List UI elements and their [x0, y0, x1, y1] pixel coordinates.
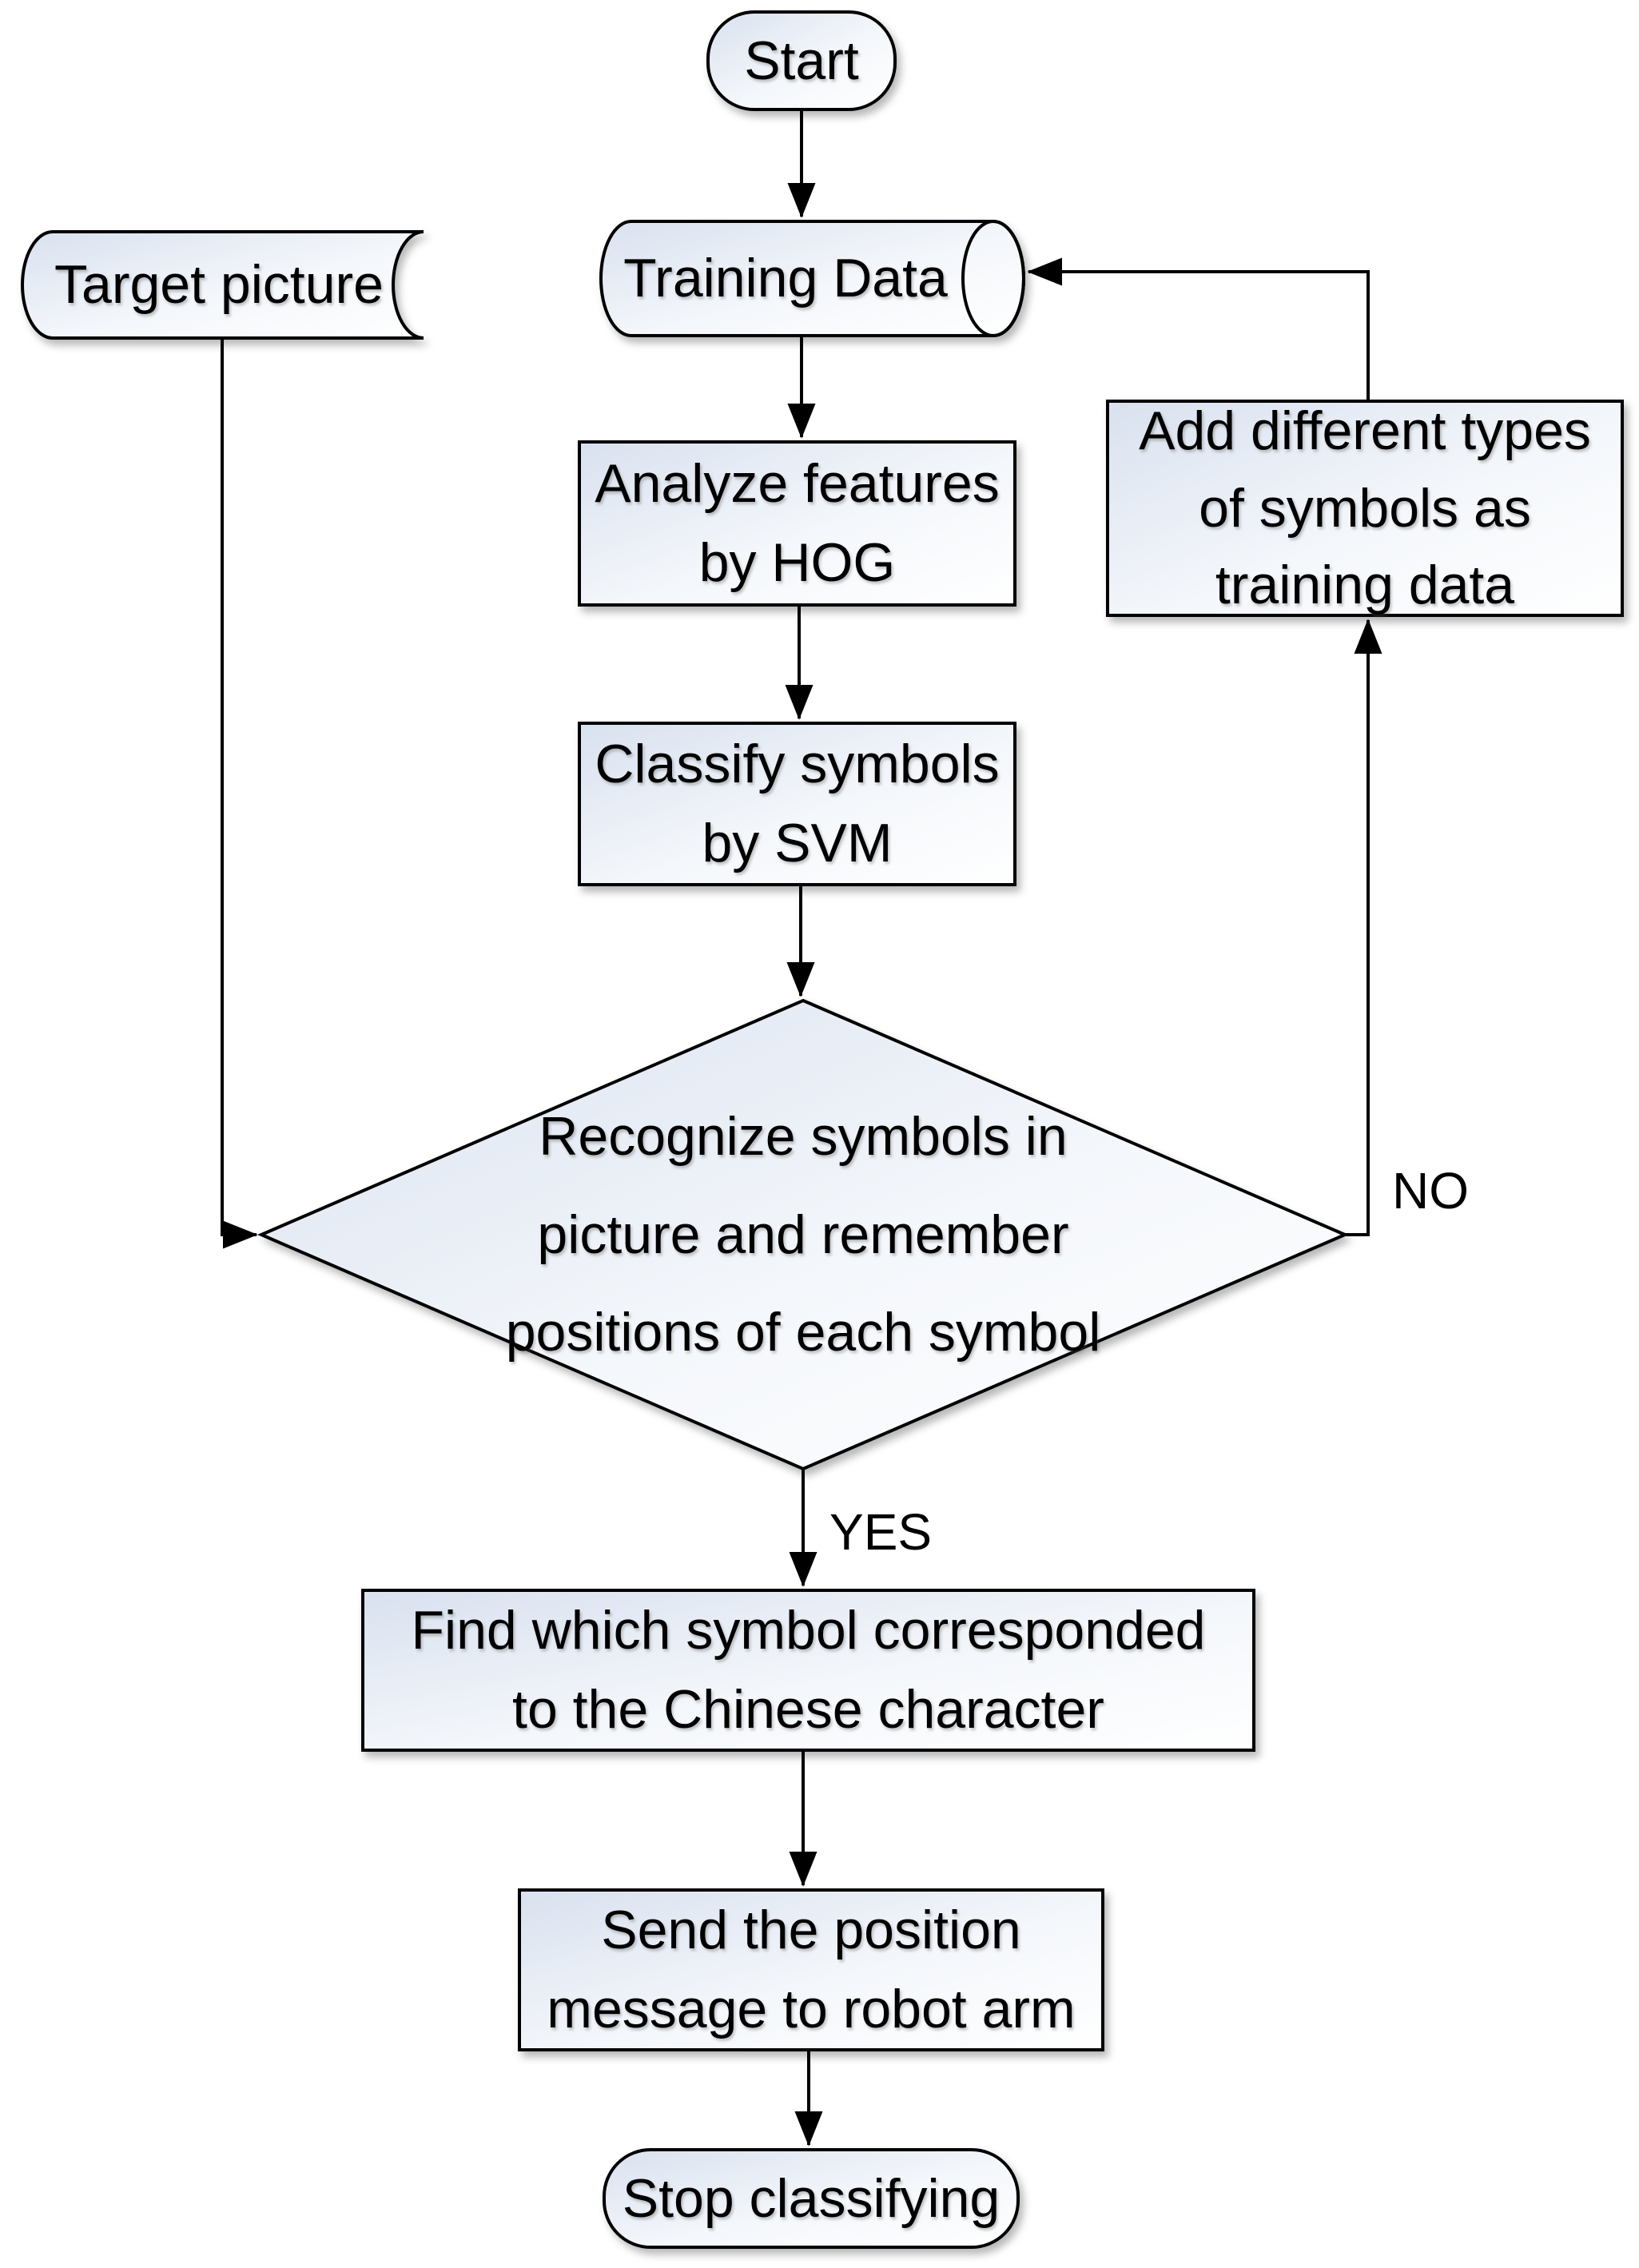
add-symbols-label: Add different types of symbols as traini… — [1139, 400, 1591, 616]
send-position-process-shape — [518, 1888, 1104, 2051]
target-picture-label: Target picture — [54, 254, 384, 316]
training-data-label: Training Data — [623, 248, 948, 309]
yes-edge-label: YES — [829, 1502, 933, 1561]
classify-label: Classify symbols by SVM — [595, 734, 1000, 873]
stop-terminator-shape — [603, 2148, 1020, 2249]
no-edge-label: NO — [1392, 1161, 1469, 1220]
analyze-label: Analyze features by HOG — [595, 453, 1000, 593]
stop-label: Stop classifying — [622, 2167, 1001, 2229]
edge-add-to-training-data — [1027, 257, 1370, 401]
target-picture-stored-data-shape — [21, 230, 424, 340]
add-symbols-process-shape — [1106, 400, 1624, 617]
start-label: Start — [744, 30, 859, 91]
classify-process-shape — [578, 722, 1016, 886]
send-position-label: Send the position message to robot arm — [547, 1900, 1076, 2039]
start-terminator-shape — [706, 10, 897, 111]
edge-decision-to-add-no — [1345, 619, 1382, 1236]
analyze-process-shape — [578, 440, 1016, 607]
edge-target-picture-to-decision — [221, 338, 258, 1249]
training-data-cylinder-endcap — [961, 220, 1025, 337]
find-symbol-process-shape — [361, 1589, 1255, 1752]
decision-diamond-shape — [257, 998, 1350, 1471]
decision-label: Recognize symbols in picture and remembe… — [505, 1106, 1101, 1363]
find-symbol-label: Find which symbol corresponded to the Ch… — [411, 1600, 1206, 1740]
